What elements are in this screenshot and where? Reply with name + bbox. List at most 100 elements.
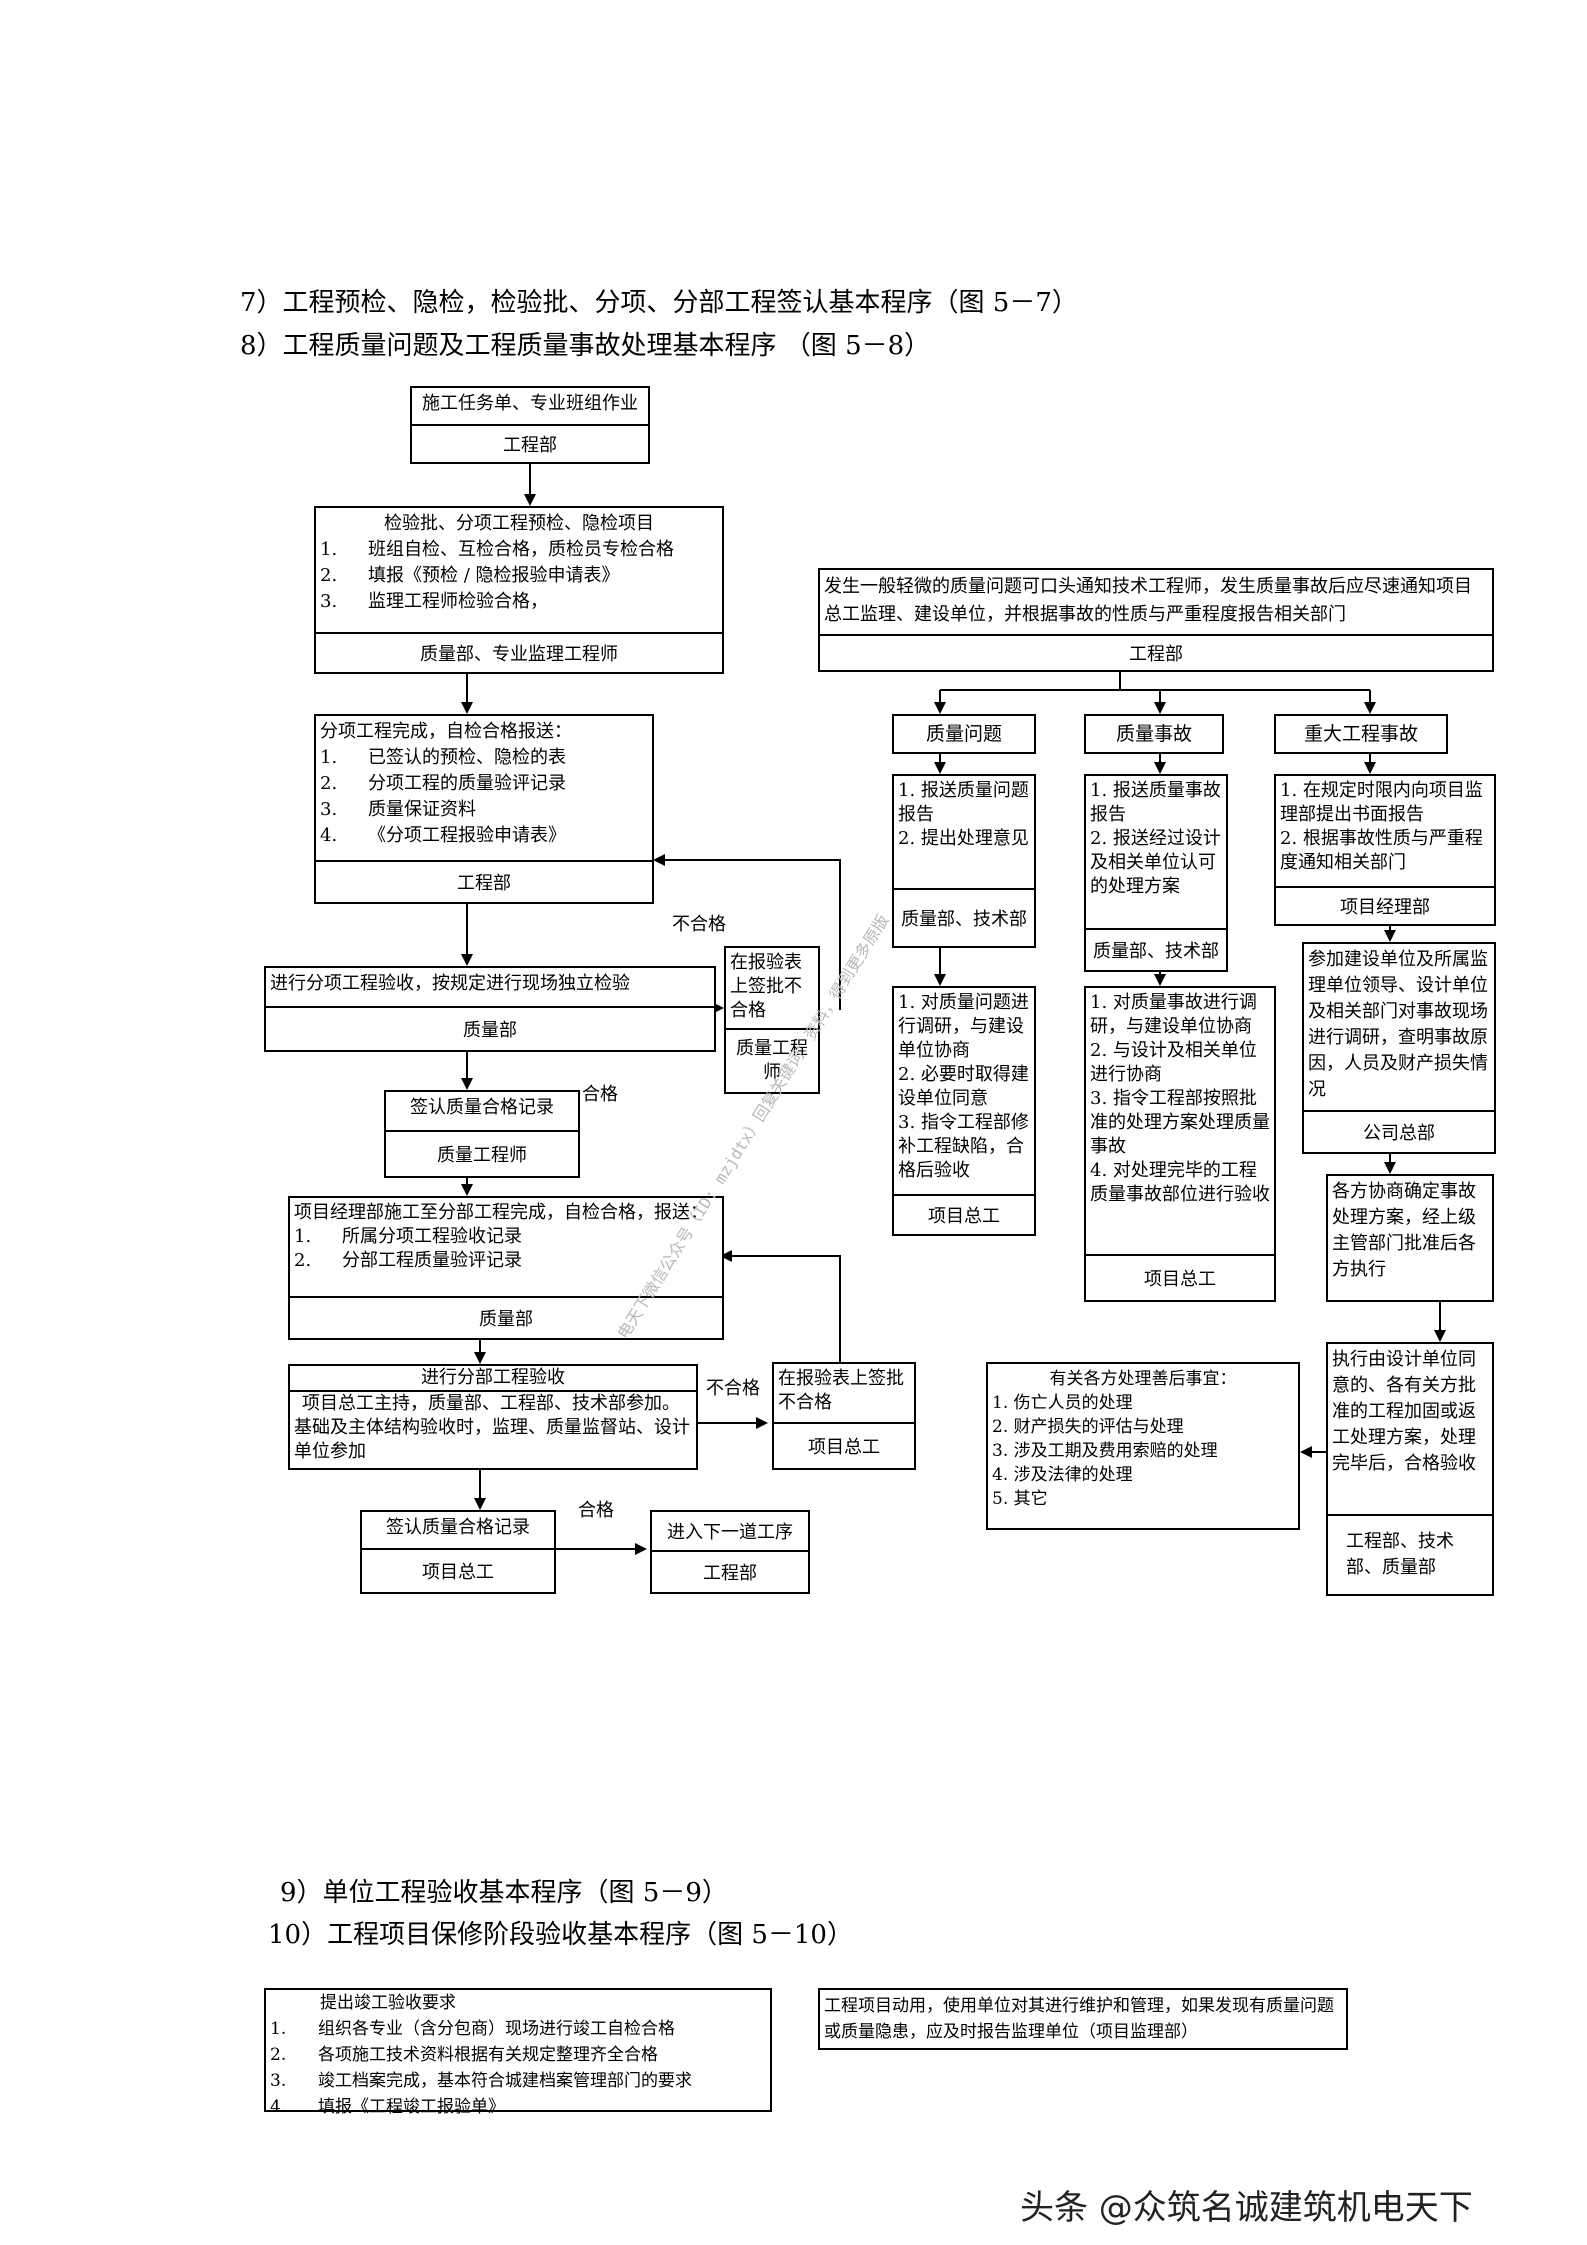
division-acceptance-box: 进行分部工程验收 项目总工主持，质量部、工程部、技术部参加。基础及主体结构验收时… <box>288 1364 698 1470</box>
sign-fail-dept-2: 项目总工 <box>774 1422 914 1468</box>
subitem-complete-title: 分项工程完成，自检合格报送： <box>320 721 572 742</box>
sign-fail-title-2: 在报验表上签批不合格 <box>778 1368 904 1413</box>
inspection-lot-dept: 质量部、专业监理工程师 <box>316 632 722 672</box>
major-plan-text: 各方协商确定事故处理方案，经上级主管部门批准后各方执行 <box>1332 1181 1476 1280</box>
list-item: 3.监理工程师检验合格， <box>320 591 548 612</box>
category-major-accident: 重大工程事故 <box>1274 714 1448 754</box>
division-complete-title: 项目经理部施工至分部工程完成，自检合格，报送： <box>294 1202 708 1223</box>
incident-report-dept: 工程部 <box>820 634 1492 670</box>
list-item: 1. 伤亡人员的处理 <box>992 1393 1133 1413</box>
category-quality-problem: 质量问题 <box>892 714 1036 754</box>
accident-report-text: 1. 报送质量事故报告 2. 报送经过设计及相关单位认可的处理方案 <box>1090 780 1221 897</box>
subitem-acceptance-dept: 质量部 <box>266 1006 714 1050</box>
list-item: 3. 涉及工期及费用索赔的处理 <box>992 1441 1218 1461</box>
list-item: 2.填报《预检 / 隐检报验申请表》 <box>320 565 620 586</box>
aftermath-box: 有关各方处理善后事宜： 1. 伤亡人员的处理 2. 财产损失的评估与处理 3. … <box>986 1362 1300 1530</box>
list-item: 4.《分项工程报验申请表》 <box>320 825 566 846</box>
accident-report-dept: 质量部、技术部 <box>1086 928 1226 970</box>
pass-label: 合格 <box>582 1084 618 1105</box>
fail-label-2: 不合格 <box>706 1378 760 1399</box>
list-item: 1.班组自检、互检合格，质检员专检合格 <box>320 539 674 560</box>
major-execution-text: 执行由设计单位同意的、各有关方批准的工程加固或返工处理方案，处理完毕后，合格验收 <box>1332 1349 1476 1474</box>
incident-report-box: 发生一般轻微的质量问题可口头通知技术工程师，发生质量事故后应尽速通知项目总工监理… <box>818 568 1494 672</box>
heading-fig-5-7: 7）工程预检、隐检，检验批、分项、分部工程签认基本程序（图 5－7） <box>240 288 1078 318</box>
accident-handling-box: 1. 对质量事故进行调研，与建设单位协商 2. 与设计及相关单位进行协商 3. … <box>1084 986 1276 1302</box>
division-acceptance-text: 项目总工主持，质量部、工程部、技术部参加。基础及主体结构验收时，监理、质量监督站… <box>294 1393 690 1462</box>
sign-fail-box-1: 在报验表上签批不合格 质量工程师 <box>724 946 820 1094</box>
brand-footer: 头条 @众筑名诚建筑机电天下 <box>1020 2188 1473 2228</box>
sign-fail-box-2: 在报验表上签批不合格 项目总工 <box>772 1362 916 1470</box>
task-order-box: 施工任务单、专业班组作业 工程部 <box>410 386 650 464</box>
list-item: 1.已签认的预检、隐检的表 <box>320 747 566 768</box>
sign-pass-box-1: 签认质量合格记录 质量工程师 <box>384 1090 580 1178</box>
major-execution-dept: 工程部、技术部、质量部 <box>1328 1514 1492 1594</box>
major-investigation-box: 参加建设单位及所属监理单位领导、设计单位及相关部门对事故现场进行调研，查明事故原… <box>1302 942 1496 1154</box>
major-report-text: 1. 在规定时限内向项目监理部提出书面报告 2. 根据事故性质与严重程度通知相关… <box>1280 780 1483 873</box>
subitem-complete-dept: 工程部 <box>316 860 652 902</box>
list-item: 4.填报《工程竣工报验单》 <box>270 2097 505 2117</box>
next-process-box: 进入下一道工序 工程部 <box>650 1510 810 1594</box>
list-item: 2.各项施工技术资料根据有关规定整理齐全合格 <box>270 2045 658 2065</box>
accident-handling-dept: 项目总工 <box>1086 1254 1274 1300</box>
warranty-box: 工程项目动用，使用单位对其进行维护和管理，如果发现有质量问题或质量隐患，应及时报… <box>818 1988 1348 2050</box>
inspection-lot-box: 检验批、分项工程预检、隐检项目 1.班组自检、互检合格，质检员专检合格 2.填报… <box>314 506 724 674</box>
aftermath-title: 有关各方处理善后事宜： <box>1049 1369 1237 1389</box>
heading-fig-5-9: 9）单位工程验收基本程序（图 5－9） <box>280 1878 728 1908</box>
major-investigation-dept: 公司总部 <box>1304 1110 1494 1152</box>
accident-handling-text: 1. 对质量事故进行调研，与建设单位协商 2. 与设计及相关单位进行协商 3. … <box>1090 992 1270 1205</box>
list-item: 3.竣工档案完成，基本符合城建档案管理部门的要求 <box>270 2071 692 2091</box>
division-acceptance-title: 进行分部工程验收 <box>290 1366 696 1392</box>
sign-fail-dept-1: 质量工程师 <box>726 1028 818 1092</box>
division-complete-dept: 质量部 <box>288 1296 724 1340</box>
problem-report-dept: 质量部、技术部 <box>894 888 1034 946</box>
subitem-acceptance-box: 进行分项工程验收，按规定进行现场独立检验 质量部 <box>264 966 716 1052</box>
list-item: 2. 财产损失的评估与处理 <box>992 1417 1184 1437</box>
category-quality-problem-label: 质量问题 <box>925 723 1002 745</box>
accident-report-box: 1. 报送质量事故报告 2. 报送经过设计及相关单位认可的处理方案 质量部、技术… <box>1084 774 1228 972</box>
major-report-dept: 项目经理部 <box>1276 886 1494 924</box>
completion-request-title: 提出竣工验收要求 <box>320 1993 456 2013</box>
subitem-acceptance-title: 进行分项工程验收，按规定进行现场独立检验 <box>270 973 630 994</box>
list-item: 2.分项工程的质量验评记录 <box>320 773 566 794</box>
major-report-box: 1. 在规定时限内向项目监理部提出书面报告 2. 根据事故性质与严重程度通知相关… <box>1274 774 1496 926</box>
task-order-title: 施工任务单、专业班组作业 <box>422 393 638 414</box>
sign-pass-dept-1: 质量工程师 <box>386 1130 578 1176</box>
inspection-lot-title: 检验批、分项工程预检、隐检项目 <box>384 513 654 534</box>
incident-report-text: 发生一般轻微的质量问题可口头通知技术工程师，发生质量事故后应尽速通知项目总工监理… <box>824 576 1472 625</box>
fail-label: 不合格 <box>672 914 726 935</box>
task-order-dept: 工程部 <box>412 424 648 462</box>
problem-report-text: 1. 报送质量问题报告 2. 提出处理意见 <box>898 780 1029 849</box>
division-complete-box: 项目经理部施工至分部工程完成，自检合格，报送： 1.所属分项工程验收记录 2.分… <box>288 1196 724 1340</box>
next-process-dept: 工程部 <box>652 1550 808 1592</box>
sign-pass-title-2: 签认质量合格记录 <box>386 1517 530 1538</box>
major-execution-box: 执行由设计单位同意的、各有关方批准的工程加固或返工处理方案，处理完毕后，合格验收… <box>1326 1342 1494 1596</box>
major-plan-box: 各方协商确定事故处理方案，经上级主管部门批准后各方执行 <box>1326 1174 1494 1302</box>
sign-pass-title-1: 签认质量合格记录 <box>410 1097 554 1118</box>
major-investigation-text: 参加建设单位及所属监理单位领导、设计单位及相关部门对事故现场进行调研，查明事故原… <box>1308 949 1488 1100</box>
heading-fig-5-8: 8）工程质量问题及工程质量事故处理基本程序 （图 5－8） <box>240 331 931 361</box>
warranty-text: 工程项目动用，使用单位对其进行维护和管理，如果发现有质量问题或质量隐患，应及时报… <box>824 1996 1334 2042</box>
problem-report-box: 1. 报送质量问题报告 2. 提出处理意见 质量部、技术部 <box>892 774 1036 948</box>
sign-fail-title-1: 在报验表上签批不合格 <box>730 952 802 1021</box>
list-item: 5. 其它 <box>992 1489 1048 1509</box>
pass-label-2: 合格 <box>578 1500 614 1521</box>
heading-fig-5-10: 10）工程项目保修阶段验收基本程序（图 5－10） <box>268 1920 853 1950</box>
sign-pass-dept-2: 项目总工 <box>362 1548 554 1592</box>
list-item: 4. 涉及法律的处理 <box>992 1465 1133 1485</box>
category-major-accident-label: 重大工程事故 <box>1303 723 1418 745</box>
problem-handling-dept: 项目总工 <box>894 1194 1034 1234</box>
list-item: 2.分部工程质量验评记录 <box>294 1250 522 1271</box>
completion-request-box: 提出竣工验收要求 1.组织各专业（含分包商）现场进行竣工自检合格 2.各项施工技… <box>264 1988 772 2117</box>
subitem-complete-box: 分项工程完成，自检合格报送： 1.已签认的预检、隐检的表 2.分项工程的质量验评… <box>314 714 654 904</box>
category-quality-accident-label: 质量事故 <box>1115 723 1192 745</box>
category-quality-accident: 质量事故 <box>1084 714 1224 754</box>
sign-pass-box-2: 签认质量合格记录 项目总工 <box>360 1510 556 1594</box>
list-item: 1.所属分项工程验收记录 <box>294 1226 522 1247</box>
list-item: 3.质量保证资料 <box>320 799 476 820</box>
list-item: 1.组织各专业（含分包商）现场进行竣工自检合格 <box>270 2019 675 2039</box>
next-process-title: 进入下一道工序 <box>667 1522 793 1543</box>
problem-handling-box: 1. 对质量问题进行调研，与建设单位协商 2. 必要时取得建设单位同意 3. 指… <box>892 986 1036 1236</box>
problem-handling-text: 1. 对质量问题进行调研，与建设单位协商 2. 必要时取得建设单位同意 3. 指… <box>898 992 1029 1181</box>
